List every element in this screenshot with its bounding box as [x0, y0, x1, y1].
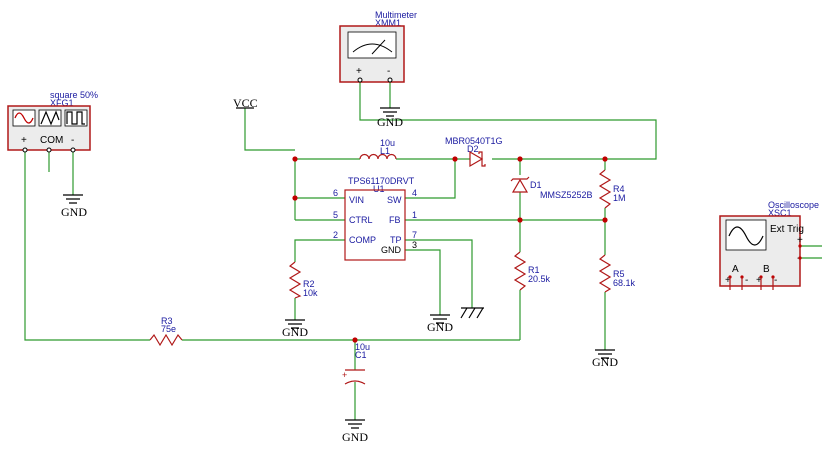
mm-plus-label: + — [356, 66, 362, 77]
vcc-label: VCC — [233, 96, 258, 110]
c1-polarity: + — [342, 370, 347, 380]
ic-u1[interactable]: TPS61170DRVT U1 6 VIN 5 CTRL 2 COMP 4 SW… — [333, 176, 417, 261]
multimeter-xmm1[interactable]: Multimeter XMM1 + - — [339, 10, 417, 83]
l1-value: 10u — [380, 138, 395, 148]
r2-ref: R2 — [303, 279, 315, 289]
fg-minus-terminal[interactable] — [70, 147, 76, 153]
c1-value: 10u — [355, 342, 370, 352]
diode-d2[interactable]: MBR0540T1G D2 — [445, 136, 503, 168]
d1-ref: D1 — [530, 180, 542, 190]
fg-label-top: square 50% — [50, 90, 98, 100]
junction-dot — [352, 337, 358, 343]
ground-r5: GND — [592, 349, 618, 369]
mm-minus-terminal[interactable] — [387, 77, 393, 83]
svg-text:+: + — [725, 275, 731, 286]
ic-ref: U1 — [373, 184, 385, 194]
pin-name: FB — [389, 215, 401, 225]
osc-ch-a-label: A — [732, 264, 739, 275]
junction-dot — [517, 156, 523, 162]
pin-num: 6 — [333, 188, 338, 198]
d1-part: MMSZ5252B — [540, 190, 593, 200]
junction-dots — [292, 156, 608, 343]
mm-label-top: Multimeter — [375, 10, 417, 20]
gnd-label: GND — [427, 320, 453, 334]
r2-value: 10k — [303, 288, 318, 298]
pin-num: 2 — [333, 230, 338, 240]
resistor-r3[interactable]: R3 75e — [149, 316, 183, 347]
mm-ref: XMM1 — [375, 18, 401, 28]
ground-mm: GND — [377, 107, 403, 129]
ground-r2: GND — [282, 319, 308, 339]
ic-part: TPS61170DRVT — [348, 176, 415, 186]
r5-value: 68.1k — [613, 278, 636, 288]
resistor-r1[interactable]: R1 20.5k — [513, 251, 551, 291]
osc-ref: XSC1 — [768, 208, 792, 218]
svg-text:-: - — [745, 275, 748, 286]
ground-c1: GND — [342, 419, 368, 444]
pin-num: 4 — [412, 188, 417, 198]
gnd-label: GND — [342, 430, 368, 444]
fg-ref: XFG1 — [50, 98, 74, 108]
resistor-r5[interactable]: R5 68.1k — [598, 254, 636, 293]
junction-dot — [452, 156, 458, 162]
osc-ch-b-label: B — [763, 264, 770, 275]
osc-plus-label: + — [797, 235, 803, 246]
d2-ref: D2 — [467, 144, 479, 154]
ground-fg: GND — [61, 194, 87, 219]
pin-num: 3 — [412, 240, 417, 250]
pin-name: COMP — [349, 235, 376, 245]
mm-minus-label: - — [387, 66, 390, 77]
junction-dot — [602, 217, 608, 223]
pin-name: TP — [390, 235, 402, 245]
c1-ref: C1 — [355, 350, 367, 360]
r5-ref: R5 — [613, 269, 625, 279]
osc-ext-trig: Ext Trig — [770, 224, 804, 235]
zener-d1[interactable]: D1 MMSZ5252B — [510, 176, 593, 200]
r3-value: 75e — [161, 324, 176, 334]
fg-plus-label: + — [21, 135, 27, 146]
wires — [24, 80, 822, 420]
r1-ref: R1 — [528, 265, 540, 275]
gnd-label: GND — [592, 355, 618, 369]
pin-name: CTRL — [349, 215, 373, 225]
oscilloscope-xsc1[interactable]: Oscilloscope XSC1 Ext Trig + - A B + - +… — [719, 200, 819, 290]
r4-ref: R4 — [613, 184, 625, 194]
pin-name: SW — [387, 195, 402, 205]
pin-name: GND — [381, 245, 402, 255]
ground-ic: GND — [427, 314, 453, 334]
gnd-label: GND — [377, 115, 403, 129]
pin-num: 7 — [412, 230, 417, 240]
d2-part: MBR0540T1G — [445, 136, 503, 146]
fg-minus-label: - — [71, 135, 74, 146]
pin-num: 5 — [333, 210, 338, 220]
inductor-l1[interactable]: 10u L1 — [359, 138, 397, 160]
junction-dot — [517, 217, 523, 223]
vcc-source[interactable]: VCC — [233, 96, 258, 110]
resistor-r2[interactable]: R2 10k — [288, 261, 318, 299]
fg-com-terminal[interactable] — [46, 147, 52, 153]
r1-value: 20.5k — [528, 274, 551, 284]
fg-com-label: COM — [40, 135, 63, 146]
pin-name: VIN — [349, 195, 364, 205]
osc-label-top: Oscilloscope — [768, 200, 819, 210]
junction-dot — [602, 156, 608, 162]
meter-display — [347, 31, 397, 59]
capacitor-c1[interactable]: 10u C1 + — [342, 342, 370, 385]
svg-text:+: + — [756, 275, 762, 286]
svg-text:-: - — [774, 275, 777, 286]
gnd-label: GND — [282, 325, 308, 339]
fg-plus-terminal[interactable] — [22, 147, 28, 153]
r4-value: 1M — [613, 193, 626, 203]
pin-num: 1 — [412, 210, 417, 220]
chassis-ground — [460, 307, 484, 319]
resistor-r4[interactable]: R4 1M — [598, 169, 626, 209]
mm-plus-terminal[interactable] — [357, 77, 363, 83]
function-generator-xfg1[interactable]: square 50% XFG1 + COM - — [7, 90, 98, 153]
junction-dot — [292, 156, 298, 162]
r3-ref: R3 — [161, 316, 173, 326]
junction-dot — [292, 195, 298, 201]
gnd-label: GND — [61, 205, 87, 219]
l1-ref: L1 — [380, 146, 390, 156]
